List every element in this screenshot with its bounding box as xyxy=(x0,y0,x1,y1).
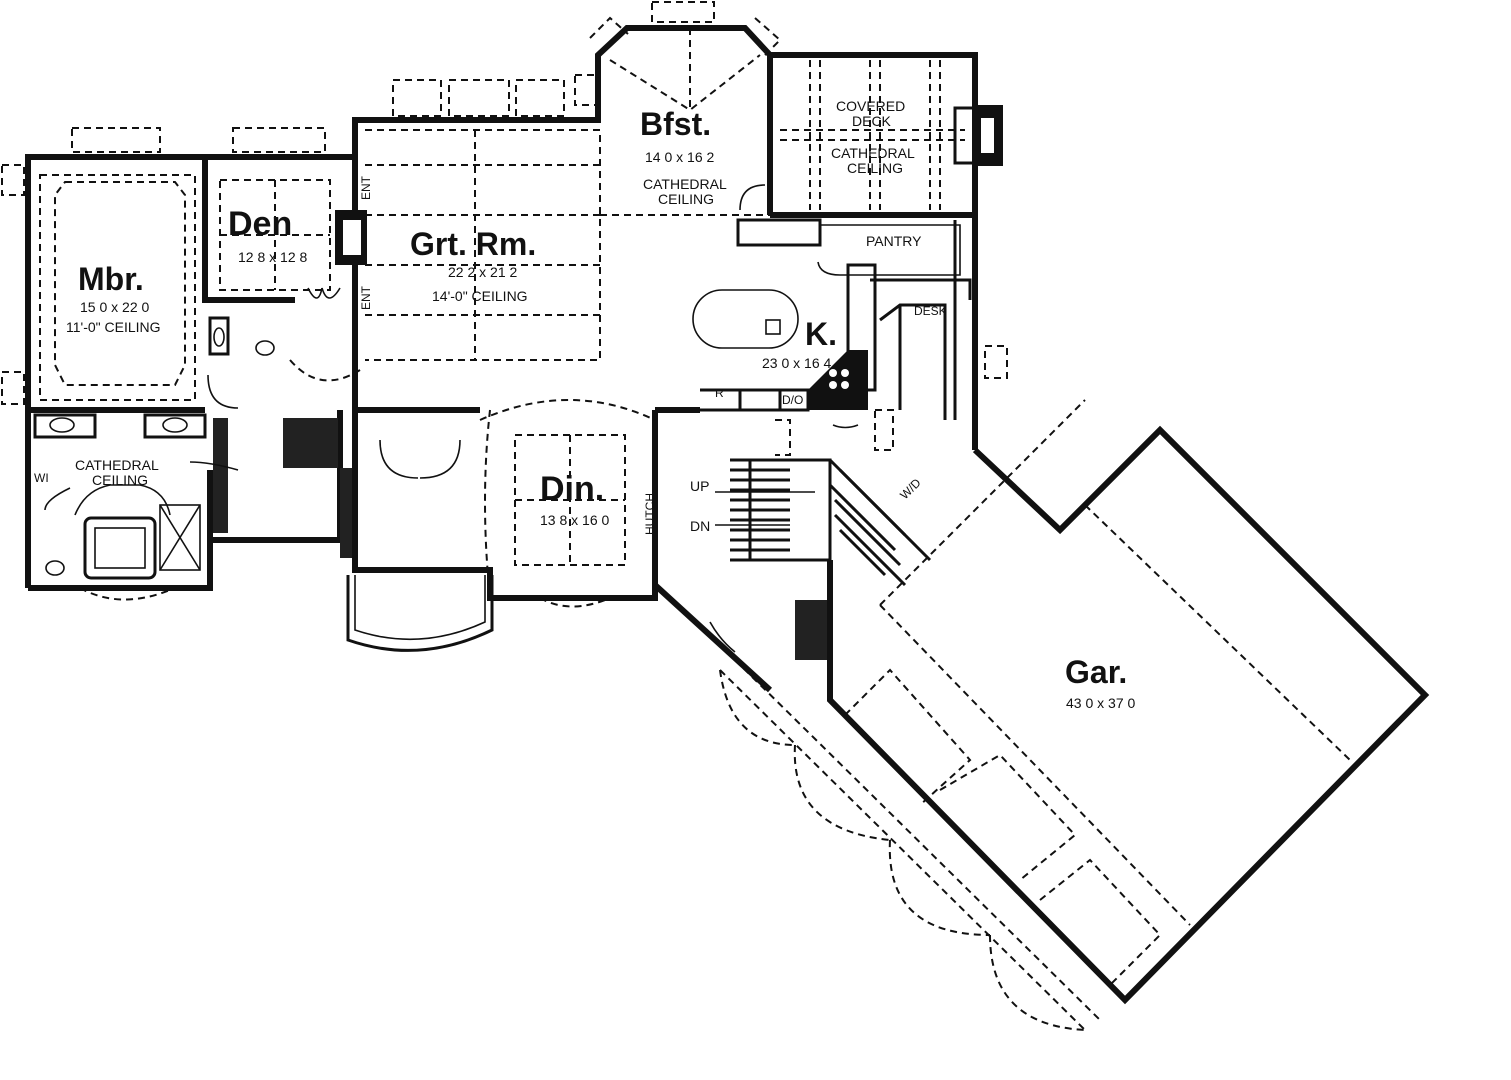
den-title: Den xyxy=(228,205,292,243)
walls xyxy=(25,25,1430,1005)
deck-note1: CATHEDRAL xyxy=(831,145,915,161)
deck-title-1: COVERED xyxy=(836,98,905,114)
wi-label: WI xyxy=(34,471,49,485)
r-label: R xyxy=(715,386,724,400)
ceiling-lines xyxy=(39,28,1351,1031)
gar-title: Gar. xyxy=(1065,654,1127,690)
bfst-note2: CEILING xyxy=(658,191,714,207)
labels: Bfst. 14 0 x 16 2 CATHEDRAL CEILING COVE… xyxy=(34,98,1135,711)
bath-note1: CATHEDRAL xyxy=(75,457,159,473)
stairs-up-label: UP xyxy=(690,478,709,494)
den-dim: 12 8 x 12 8 xyxy=(238,249,307,265)
fixtures xyxy=(33,108,1000,660)
mbr-note: 11'-0" CEILING xyxy=(66,319,161,335)
bfst-note1: CATHEDRAL xyxy=(643,176,727,192)
din-title: Din. xyxy=(540,470,604,508)
mbr-dim: 15 0 x 22 0 xyxy=(80,299,149,315)
deck-title-2: DECK xyxy=(852,113,892,129)
grt-rm-title: Grt. Rm. xyxy=(410,226,536,262)
wd-label: W/D xyxy=(897,475,924,502)
kitchen-title: K. xyxy=(805,316,837,352)
ent-label-1: ENT xyxy=(359,175,373,200)
desk-label: DESK xyxy=(914,304,947,318)
grt-rm-note: 14'-0" CEILING xyxy=(432,288,528,304)
do-label: D/O xyxy=(782,393,803,407)
grt-rm-dim: 22 2 x 21 2 xyxy=(448,264,517,280)
pantry-label: PANTRY xyxy=(866,233,922,249)
windows xyxy=(1,1,1008,405)
hutch-label: HUTCH xyxy=(643,493,657,535)
bfst-title: Bfst. xyxy=(640,106,711,142)
kitchen-dim: 23 0 x 16 4 xyxy=(762,355,831,371)
ent-label-2: ENT xyxy=(359,285,373,310)
din-dim: 13 8 x 16 0 xyxy=(540,512,609,528)
stairs-dn-label: DN xyxy=(690,518,710,534)
bath-note2: CEILING xyxy=(92,472,148,488)
bfst-dim: 14 0 x 16 2 xyxy=(645,149,714,165)
mbr-title: Mbr. xyxy=(78,261,144,297)
deck-note2: CEILING xyxy=(847,160,903,176)
gar-dim: 43 0 x 37 0 xyxy=(1066,695,1135,711)
